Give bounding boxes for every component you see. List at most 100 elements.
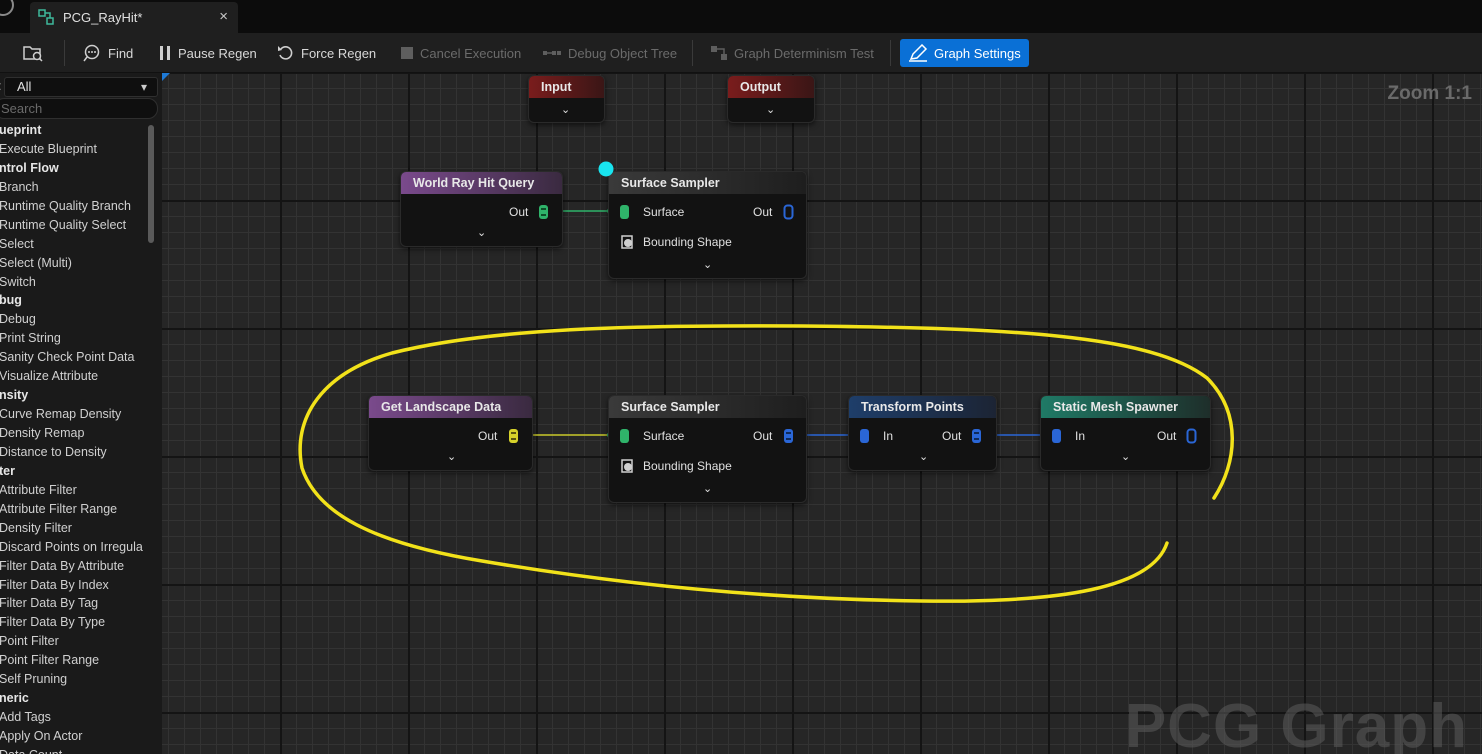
node-title: World Ray Hit Query bbox=[401, 172, 562, 194]
graph-settings-button[interactable]: Graph Settings bbox=[900, 39, 1029, 67]
search-placeholder: Search bbox=[1, 101, 43, 116]
tab-label: PCG_RayHit* bbox=[63, 10, 143, 25]
node-surface-sampler-top[interactable]: Surface Sampler Surface Out Bounding Sha… bbox=[608, 171, 807, 279]
palette-category[interactable]: neric bbox=[0, 691, 29, 706]
chevron-down-icon[interactable]: ⌄ bbox=[703, 483, 713, 495]
find-button[interactable]: Find bbox=[82, 41, 133, 65]
node-title: Static Mesh Spawner bbox=[1041, 396, 1210, 418]
palette-item[interactable]: Select (Multi) bbox=[0, 255, 72, 270]
selection-handle-icon[interactable] bbox=[598, 161, 614, 177]
chevron-down-icon[interactable]: ⌄ bbox=[477, 227, 487, 239]
palette-item[interactable]: Print String bbox=[0, 331, 61, 346]
node-static-mesh-spawner[interactable]: Static Mesh Spawner In Out ⌄ bbox=[1040, 395, 1211, 471]
output-pin-icon[interactable] bbox=[783, 204, 794, 220]
pause-regen-button[interactable]: Pause Regen bbox=[158, 41, 257, 65]
bounding-shape-pin-icon[interactable] bbox=[619, 458, 635, 474]
browse-asset-button[interactable] bbox=[22, 41, 52, 65]
node-surface-sampler-bottom[interactable]: Surface Sampler Surface Out Bounding Sha… bbox=[608, 395, 807, 503]
palette-category[interactable]: ueprint bbox=[0, 123, 42, 137]
graph-determinism-test-button[interactable]: Graph Determinism Test bbox=[710, 41, 874, 65]
folder-search-icon bbox=[23, 46, 43, 62]
palette-item[interactable]: Curve Remap Density bbox=[0, 407, 122, 422]
node-input[interactable]: Input ⌄ bbox=[528, 75, 605, 123]
find-label: Find bbox=[108, 45, 134, 61]
output-pin-icon[interactable] bbox=[971, 428, 982, 444]
palette-item[interactable]: Sanity Check Point Data bbox=[0, 350, 135, 365]
node-output[interactable]: Output ⌄ bbox=[727, 75, 815, 123]
debug-object-tree-button[interactable]: Debug Object Tree bbox=[542, 41, 677, 65]
annotation-loop bbox=[298, 324, 1234, 603]
bounding-shape-pin-icon[interactable] bbox=[619, 234, 635, 250]
tab-pcg-rayhit[interactable]: PCG_RayHit* × bbox=[30, 2, 238, 33]
chevron-down-icon[interactable]: ⌄ bbox=[1121, 451, 1131, 463]
toolbar: Find Pause Regen Force Regen Cancel Exec… bbox=[0, 33, 1482, 73]
palette-item[interactable]: Point Filter Range bbox=[0, 653, 100, 668]
determinism-icon bbox=[711, 46, 727, 60]
input-pin-icon[interactable] bbox=[1051, 428, 1062, 444]
palette-item[interactable]: Density Filter bbox=[0, 520, 72, 535]
node-title: Output bbox=[728, 76, 814, 98]
palette-item[interactable]: Attribute Filter bbox=[0, 482, 77, 497]
edit-settings-icon bbox=[909, 44, 928, 62]
pin-label-in: In bbox=[1075, 429, 1086, 443]
pcg-graph-icon bbox=[38, 9, 54, 25]
palette-item[interactable]: Select bbox=[0, 236, 34, 251]
node-world-ray-hit-query[interactable]: World Ray Hit Query Out ⌄ bbox=[400, 171, 563, 247]
category-filter-dropdown[interactable]: All ▾ bbox=[4, 77, 158, 97]
chevron-down-icon: ▾ bbox=[140, 80, 147, 94]
graph-watermark: PCG Graph bbox=[1124, 692, 1468, 754]
palette-item[interactable]: Self Pruning bbox=[0, 672, 68, 687]
palette-item[interactable]: Execute Blueprint bbox=[0, 141, 97, 156]
palette-item[interactable]: Attribute Filter Range bbox=[0, 501, 118, 516]
output-pin-icon[interactable] bbox=[1186, 428, 1197, 444]
palette-item[interactable]: Density Remap bbox=[0, 426, 85, 440]
tree-icon bbox=[543, 51, 561, 55]
palette-item[interactable]: Discard Points on Irregula bbox=[0, 539, 143, 554]
chevron-down-icon[interactable]: ⌄ bbox=[766, 104, 776, 116]
zoom-label: Zoom 1:1 bbox=[1387, 83, 1472, 104]
app-logo-icon[interactable] bbox=[0, 0, 14, 16]
palette-search-input[interactable]: Search bbox=[0, 98, 158, 119]
palette-category[interactable]: ter bbox=[0, 463, 15, 478]
palette-item[interactable]: Data Count bbox=[0, 746, 150, 754]
palette-item[interactable]: Runtime Quality Branch bbox=[0, 198, 132, 213]
palette-item[interactable]: Filter Data By Type bbox=[0, 615, 106, 630]
output-pin-icon[interactable] bbox=[538, 204, 549, 220]
palette-item[interactable]: Point Filter bbox=[0, 634, 59, 649]
palette-category[interactable]: ntrol Flow bbox=[0, 160, 59, 175]
graph-canvas[interactable]: Zoom 1:1 PCG Graph Input ⌄ Output ⌄ Worl… bbox=[162, 73, 1482, 754]
force-regen-button[interactable]: Force Regen bbox=[277, 41, 376, 65]
output-pin-icon[interactable] bbox=[508, 428, 519, 444]
chevron-down-icon[interactable]: ⌄ bbox=[703, 259, 713, 271]
node-get-landscape-data[interactable]: Get Landscape Data Out ⌄ bbox=[368, 395, 533, 471]
input-pin-icon[interactable] bbox=[859, 428, 870, 444]
palette-item[interactable]: Filter Data By Attribute bbox=[0, 558, 125, 573]
palette-item[interactable]: Switch bbox=[0, 274, 36, 289]
pin-label-bounding-shape: Bounding Shape bbox=[643, 235, 732, 249]
palette-item[interactable]: Branch bbox=[0, 179, 39, 194]
palette-category[interactable]: nsity bbox=[0, 388, 29, 403]
force-regen-label: Force Regen bbox=[301, 45, 377, 61]
palette-item[interactable]: Debug bbox=[0, 312, 36, 327]
chevron-down-icon[interactable]: ⌄ bbox=[447, 451, 457, 463]
stop-icon bbox=[401, 47, 413, 59]
input-pin-icon[interactable] bbox=[619, 428, 630, 444]
palette-item[interactable]: Add Tags bbox=[0, 710, 51, 725]
palette-item[interactable]: Filter Data By Index bbox=[0, 577, 109, 592]
palette-category[interactable]: bug bbox=[0, 293, 22, 308]
palette-item[interactable]: Runtime Quality Select bbox=[0, 217, 127, 232]
input-pin-icon[interactable] bbox=[619, 204, 630, 220]
palette-item[interactable]: Filter Data By Tag bbox=[0, 596, 99, 611]
palette-item[interactable]: Distance to Density bbox=[0, 444, 107, 459]
chevron-down-icon[interactable]: ⌄ bbox=[561, 104, 571, 116]
palette-item[interactable]: Visualize Attribute bbox=[0, 369, 99, 384]
output-pin-icon[interactable] bbox=[783, 428, 794, 444]
chevron-down-icon[interactable]: ⌄ bbox=[919, 451, 929, 463]
node-transform-points[interactable]: Transform Points In Out ⌄ bbox=[848, 395, 997, 471]
graph-settings-label: Graph Settings bbox=[934, 45, 1021, 61]
palette-item[interactable]: Apply On Actor bbox=[0, 729, 83, 743]
node-title: Input bbox=[529, 76, 604, 98]
palette-scrollbar[interactable] bbox=[148, 125, 154, 243]
cancel-execution-button[interactable]: Cancel Execution bbox=[400, 41, 521, 65]
close-tab-icon[interactable]: × bbox=[219, 8, 228, 25]
